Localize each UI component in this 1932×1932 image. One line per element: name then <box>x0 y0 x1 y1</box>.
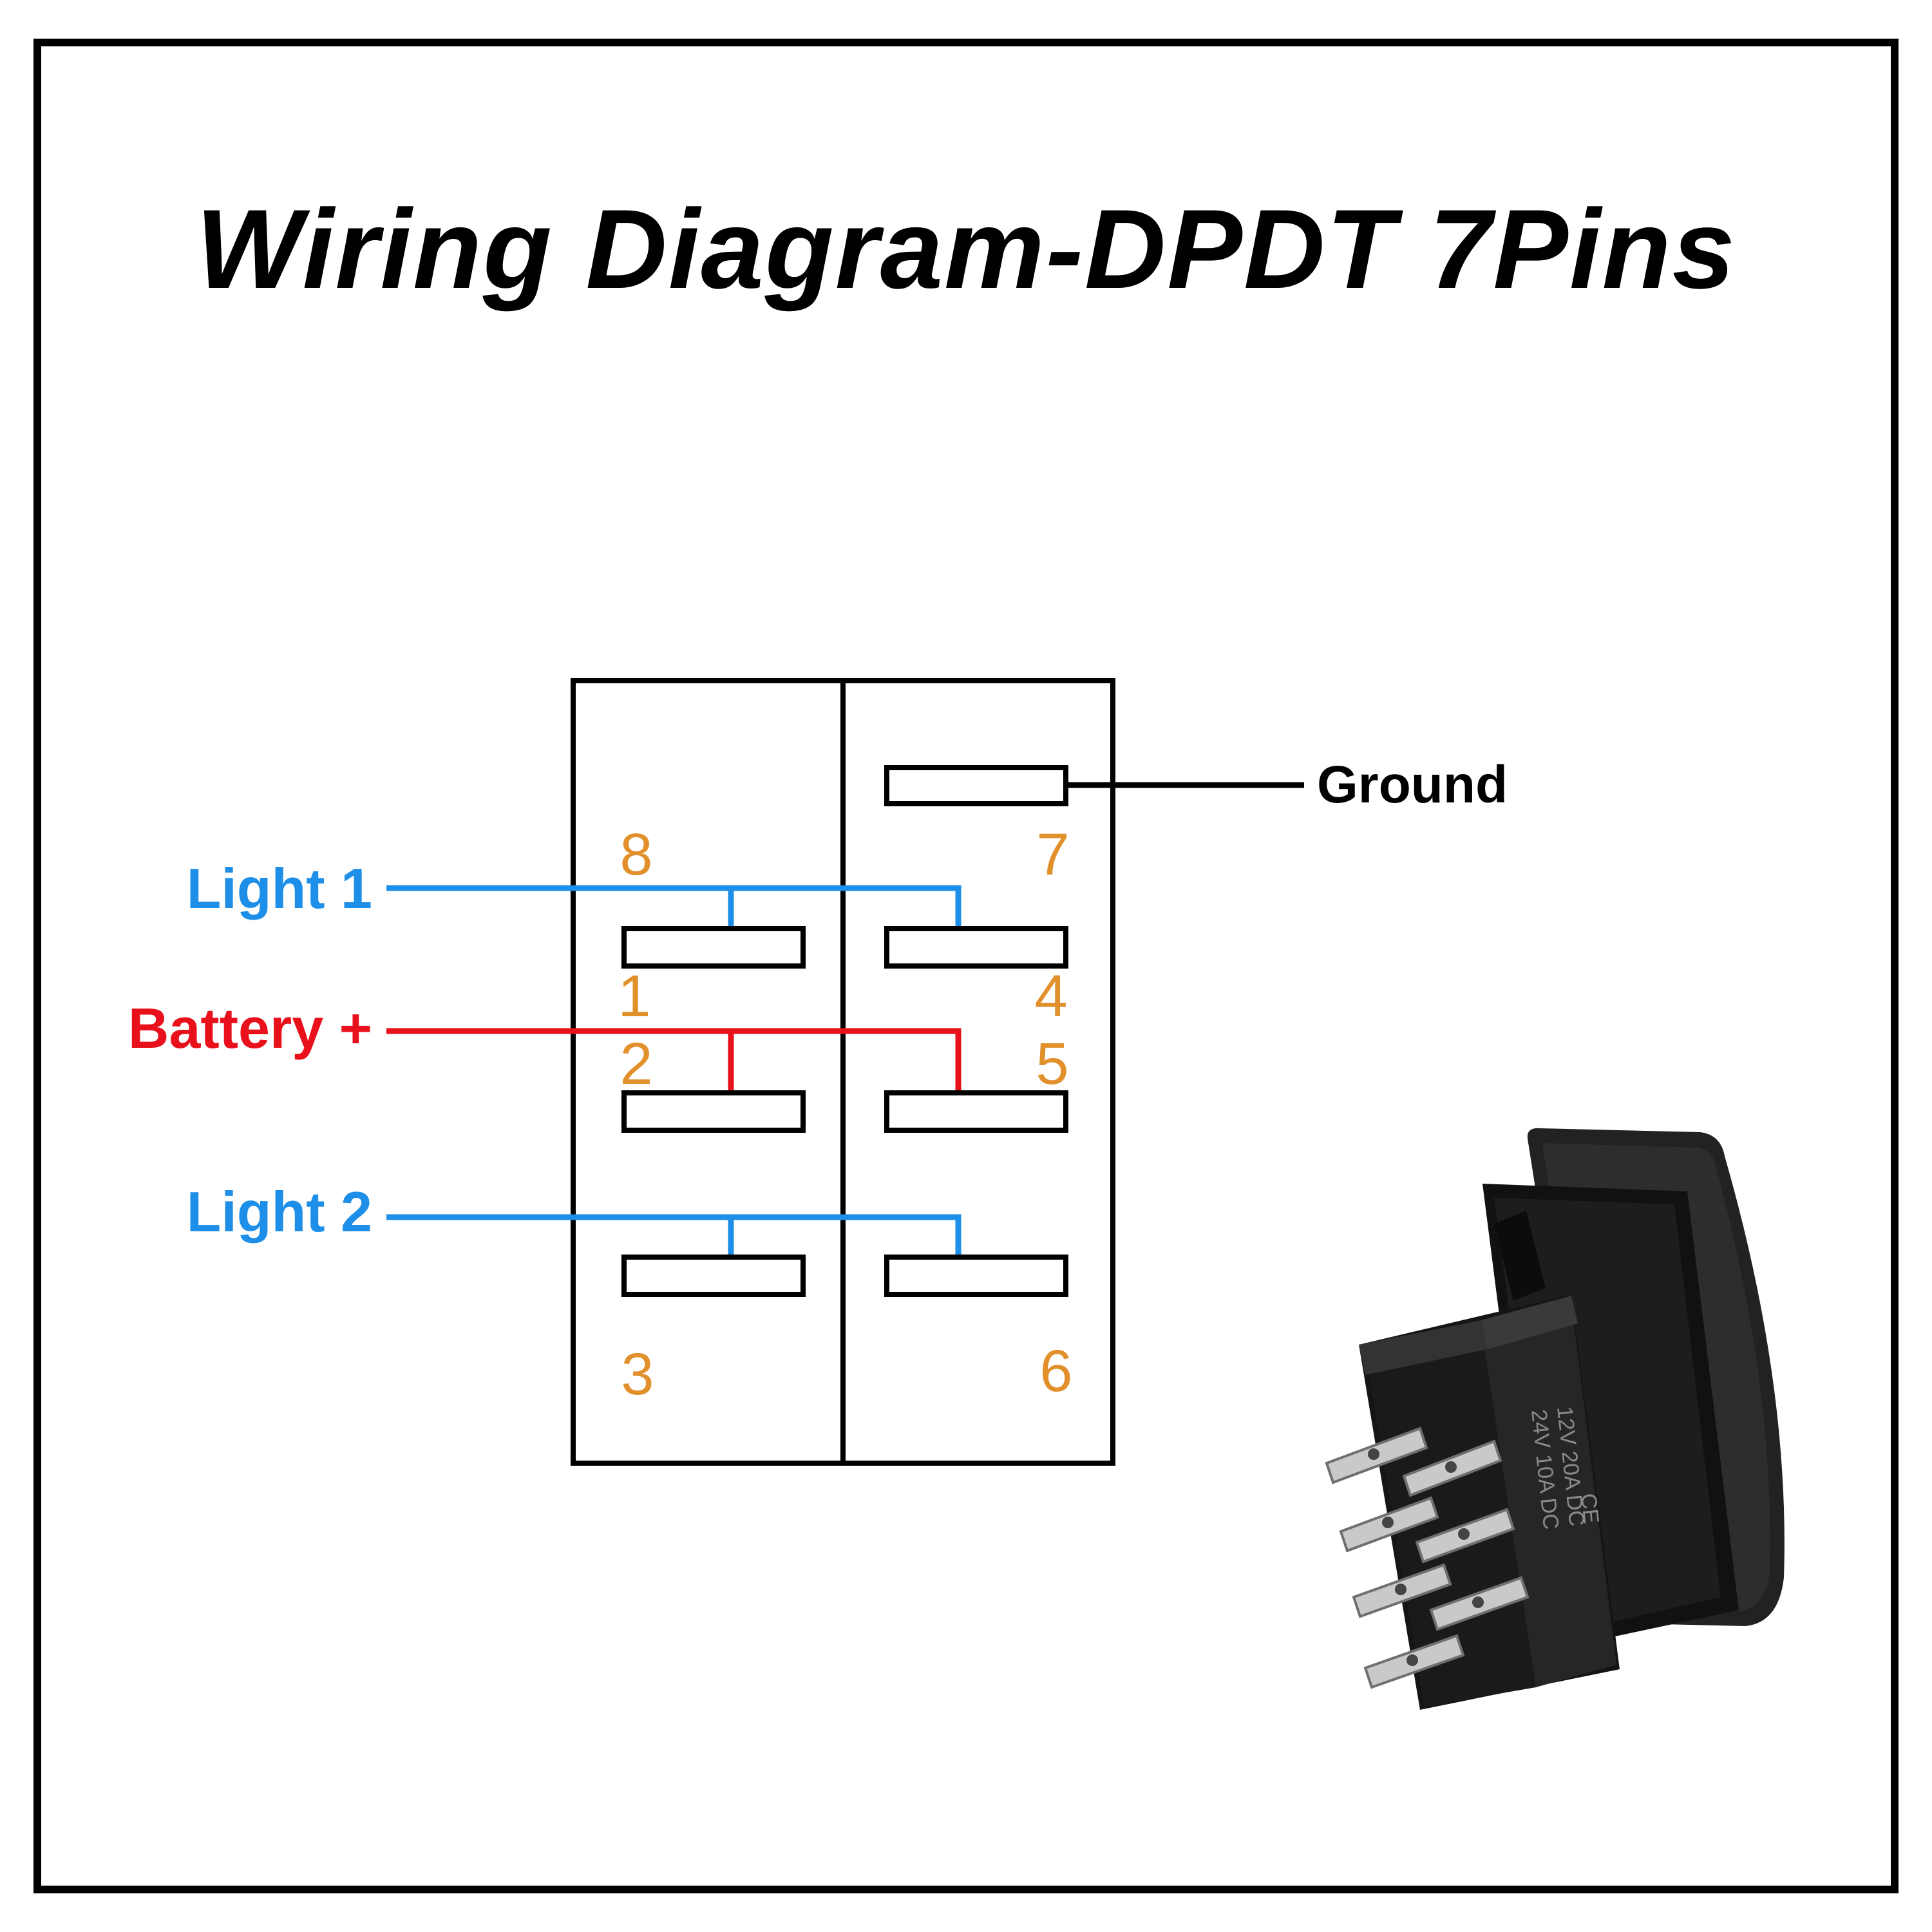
pin-2-label: 2 <box>620 1031 652 1097</box>
pin-6-label: 6 <box>1039 1338 1072 1404</box>
pin-7-label: 7 <box>1036 822 1069 887</box>
terminal-7 <box>884 765 1068 806</box>
terminal-6 <box>884 1255 1068 1297</box>
pin-4-label: 4 <box>1034 963 1067 1029</box>
ground-label: Ground <box>1317 755 1508 814</box>
battery-label: Battery + <box>128 996 372 1060</box>
terminal-5 <box>884 1090 1068 1133</box>
terminal-2 <box>621 1090 806 1133</box>
light-1-label: Light 1 <box>187 857 372 920</box>
pin-3-label: 3 <box>621 1341 654 1407</box>
rocker-switch-photo: 12V 20A DC 24V 10A DC CE <box>1325 1128 1785 1710</box>
terminal-4 <box>884 926 1068 969</box>
battery-wire <box>386 1028 961 1092</box>
terminal-3 <box>621 1255 806 1297</box>
pin-1-label: 1 <box>618 963 650 1029</box>
light-2-label: Light 2 <box>187 1180 372 1244</box>
light-2-wire <box>386 1214 961 1256</box>
pin-5-label: 5 <box>1036 1031 1068 1097</box>
pin-8-label: 8 <box>620 822 652 887</box>
diagram-title: Wiring Diagram-DPDT 7Pins <box>196 187 1736 312</box>
ce-mark: CE <box>1576 1492 1604 1525</box>
terminal-1 <box>621 926 806 969</box>
light-1-wire <box>386 885 961 927</box>
